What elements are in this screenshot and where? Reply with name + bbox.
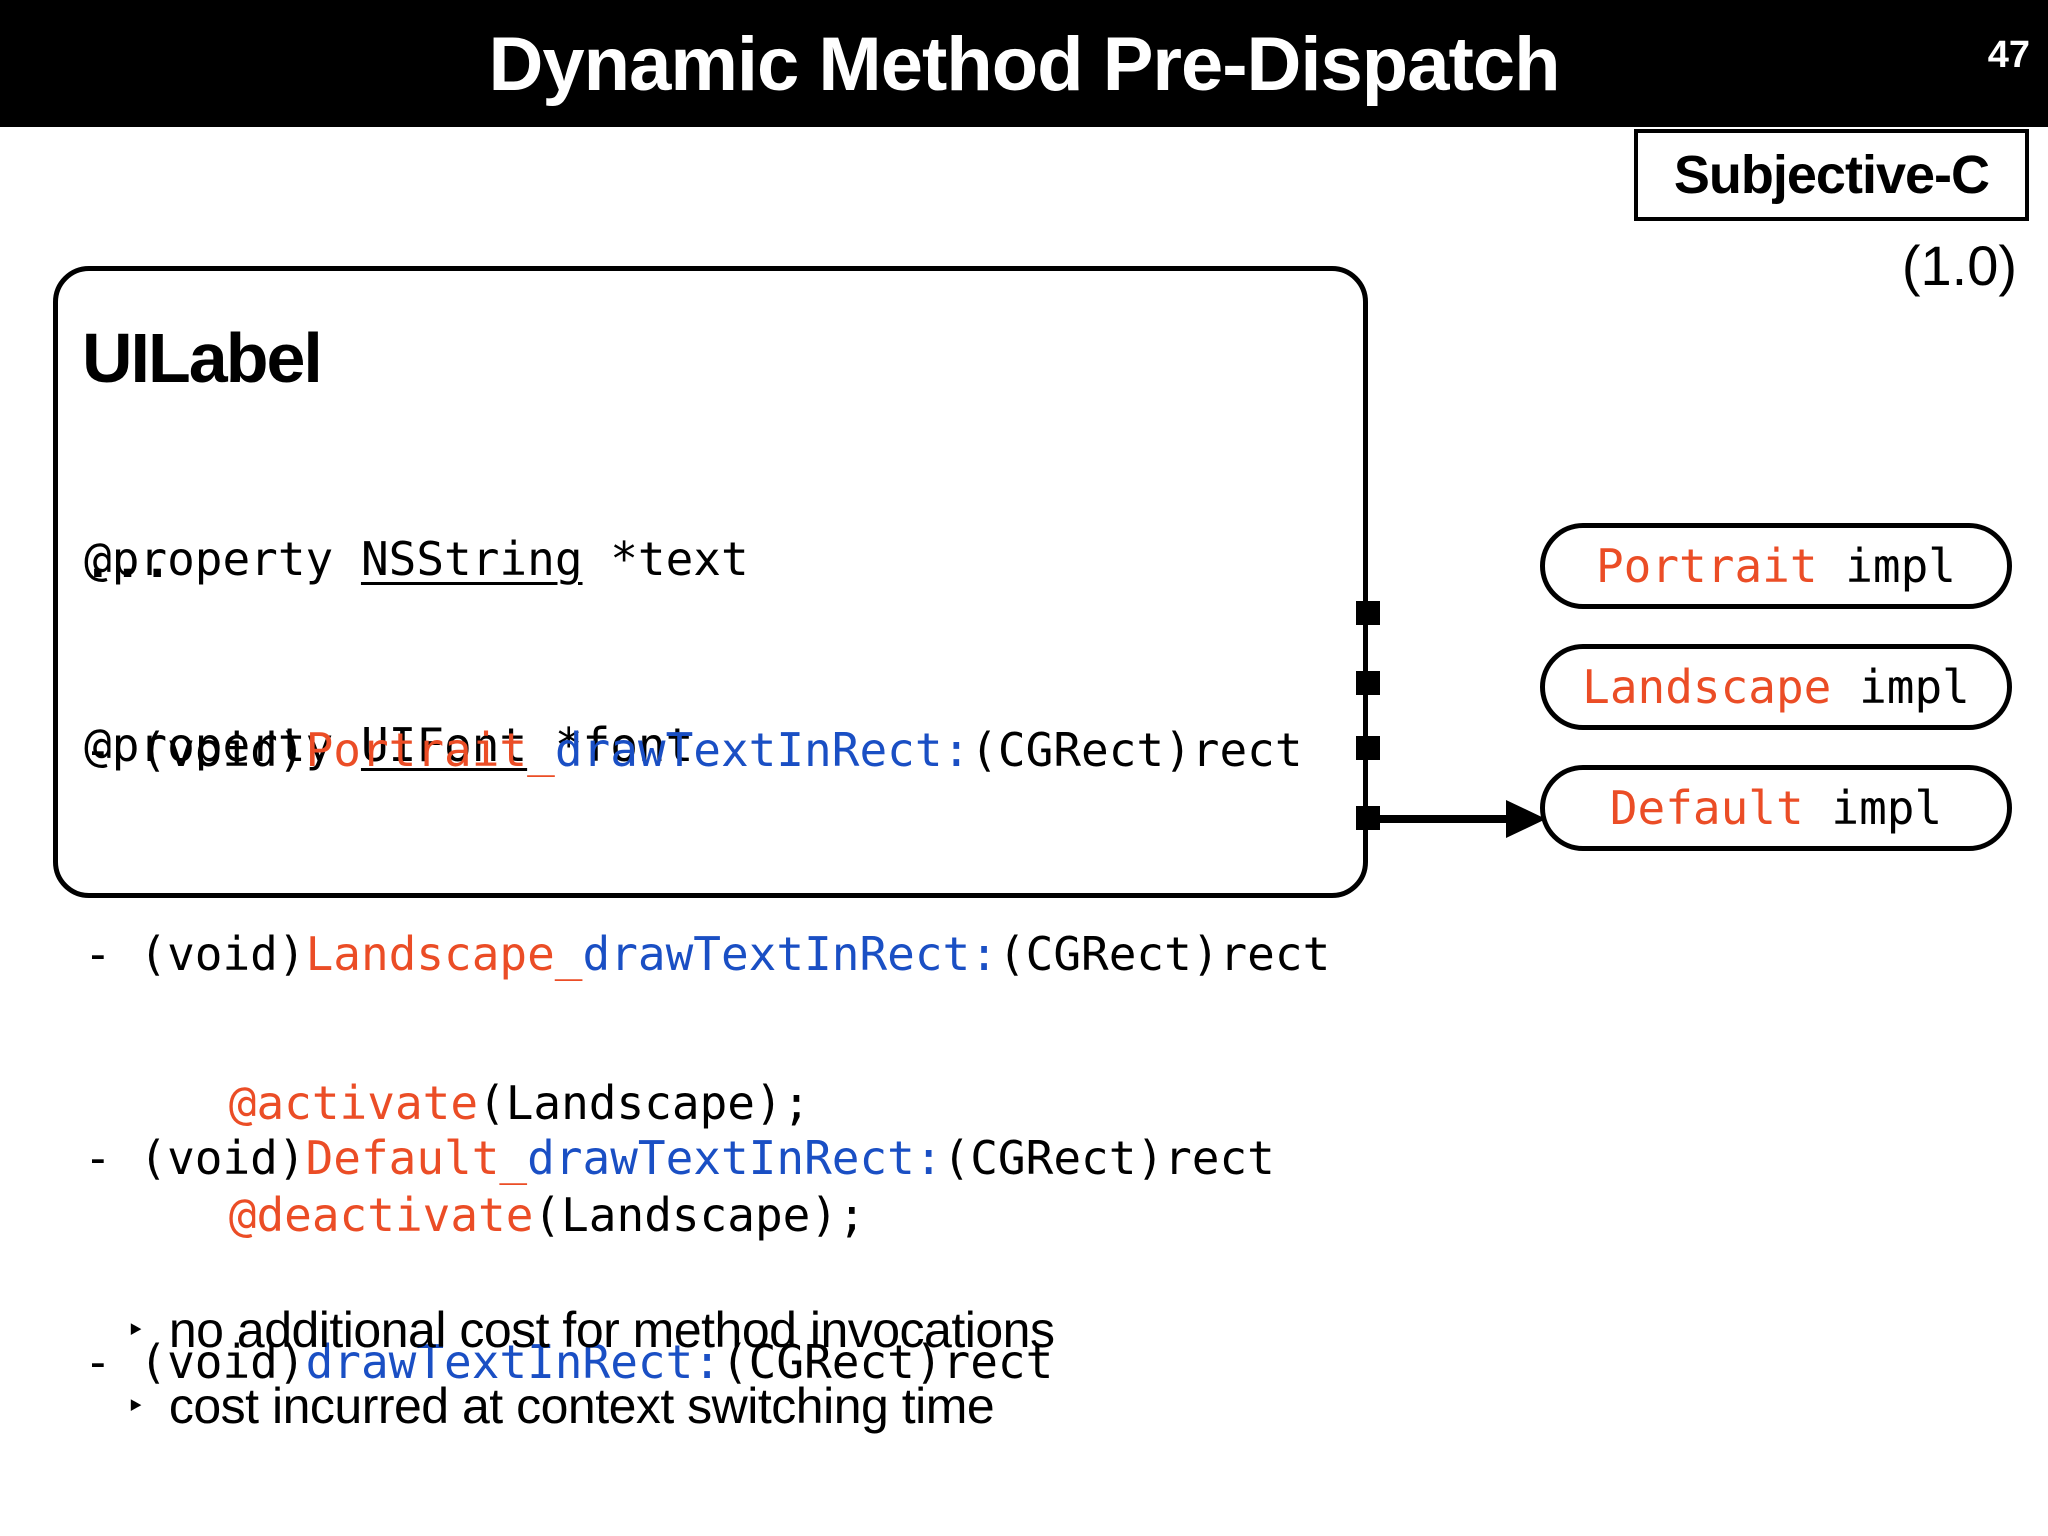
dispatch-arrow-head-icon [1506, 800, 1546, 838]
property-line: @property UIFont *font [84, 714, 749, 776]
method-list: - (void)Portrait_drawTextInRect:(CGRect)… [84, 580, 1330, 1532]
method-args: (CGRect)rect [720, 1335, 1054, 1389]
bullet-list: ‣ no additional cost for method invocati… [126, 1292, 1055, 1444]
property-rest: *font [527, 718, 694, 772]
method-category: Portrait_ [305, 723, 555, 777]
deactivate-statement: @deactivate(Landscape); [118, 1146, 866, 1284]
method-args: (CGRect)rect [970, 723, 1303, 777]
method-category: Default_ [305, 1131, 528, 1185]
impl-suffix: impl [1831, 660, 1970, 714]
slide-title: Dynamic Method Pre-Dispatch [488, 22, 1561, 107]
method-args: (CGRect)rect [942, 1131, 1275, 1185]
property-rest: *text [582, 532, 749, 586]
list-item: ‣ no additional cost for method invocati… [126, 1292, 1055, 1368]
method-line: - (void)Default_drawTextInRect:(CGRect)r… [84, 1124, 1330, 1192]
method-args: (CGRect)rect [997, 927, 1331, 981]
class-name: UILabel [82, 319, 323, 397]
property-list: @property NSString *text @property UIFon… [84, 404, 749, 900]
property-keyword: @property [84, 532, 361, 586]
bullet-triangle-icon: ‣ [126, 1312, 145, 1348]
list-item: ‣ cost incurred at context switching tim… [126, 1368, 1054, 1444]
bullet-triangle-icon: ‣ [126, 1388, 145, 1424]
ellipsis-line: ... [84, 534, 174, 588]
method-line: - (void)Landscape_drawTextInRect:(CGRect… [84, 920, 1330, 988]
property-type: UIFont [360, 718, 528, 772]
activate-statement: @activate(Landscape); [118, 1034, 811, 1172]
method-prefix: - (void) [84, 1335, 306, 1389]
property-line: @property NSString *text [84, 528, 749, 590]
page-number: 47 [1987, 34, 2030, 76]
directive-args: (Landscape); [478, 1076, 811, 1130]
directive: @deactivate [228, 1188, 534, 1242]
dispatch-arrow [1380, 815, 1512, 823]
directive: @activate [228, 1076, 479, 1130]
impl-name: Landscape [1582, 660, 1832, 714]
impl-box-portrait: Portrait impl [1540, 523, 2012, 609]
connector-square [1356, 806, 1380, 830]
method-line: - (void)drawTextInRect:(CGRect)rect [84, 1328, 1330, 1396]
impl-name: Default [1609, 781, 1804, 835]
connector-square [1356, 736, 1380, 760]
method-selector: drawTextInRect: [582, 927, 998, 981]
impl-name: Portrait [1595, 539, 1818, 593]
method-prefix: - (void) [84, 723, 306, 777]
directive-args: (Landscape); [533, 1188, 866, 1242]
method-prefix: - (void) [84, 927, 306, 981]
bullet-text: no additional cost for method invocation… [168, 1302, 1055, 1358]
property-keyword: @property [84, 718, 361, 772]
method-selector: drawTextInRect: [527, 1131, 943, 1185]
impl-box-landscape: Landscape impl [1540, 644, 2012, 730]
uilabel-class-box: UILabel @property NSString *text @proper… [53, 266, 1368, 1389]
impl-suffix: impl [1817, 539, 1957, 593]
impl-box-default: Default impl [1540, 765, 2012, 851]
method-prefix: - (void) [84, 1131, 306, 1185]
method-selector: drawTextInRect: [305, 1335, 721, 1389]
property-type: NSString [360, 532, 583, 586]
slide-header: Dynamic Method Pre-Dispatch 47 [0, 0, 2048, 127]
connector-square [1356, 601, 1380, 625]
impl-suffix: impl [1803, 781, 1943, 835]
method-selector: drawTextInRect: [554, 723, 971, 777]
badge-label: Subjective-C [1673, 145, 1990, 205]
bullet-text: cost incurred at context switching time [168, 1378, 995, 1434]
subjective-c-badge: Subjective-C [1633, 129, 2029, 221]
connector-square [1356, 671, 1380, 695]
method-category: Landscape_ [305, 927, 583, 981]
method-line: - (void)Portrait_drawTextInRect:(CGRect)… [84, 716, 1330, 784]
version-label: (1.0) [1901, 234, 2017, 297]
